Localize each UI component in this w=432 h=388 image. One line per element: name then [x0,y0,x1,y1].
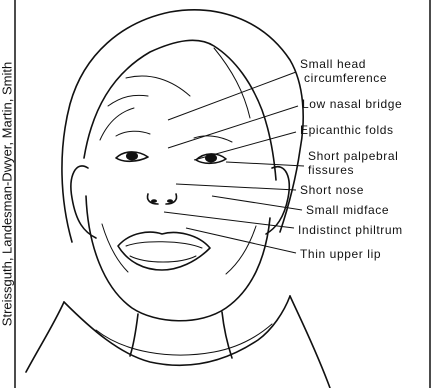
hair-strand-2 [108,95,148,106]
right-nostril [167,199,173,203]
left-pupil [126,152,138,161]
left-eyebrow [116,131,150,136]
label-low-nasal-bridge: Low nasal bridge [302,97,402,111]
left-nostril [151,199,157,203]
label-small-midface: Small midface [306,203,389,217]
nose [147,194,176,204]
label-short-palpebral-fissures: Short palpebral fissures [308,149,402,177]
label-epicanthic-folds: Epicanthic folds [300,123,394,137]
hair-fringe [84,40,276,180]
lower-lip [130,256,196,262]
leader-indistinct-philtrum [164,212,294,228]
label-short-nose: Short nose [300,183,364,197]
label-small-head-circumference: Small head circumference [300,57,387,85]
hair-strand-1 [126,76,190,96]
mouth [118,232,210,270]
label-indistinct-philtrum: Indistinct philtrum [298,223,403,237]
cheek-line-right [226,226,256,274]
face-outline [86,196,270,321]
leader-short-nose [176,184,296,190]
leader-short-palpebral-fissures [226,162,304,166]
left-ear [71,166,96,238]
cheek-line-left [102,224,128,272]
teeth-line [126,242,202,248]
right-eyebrow [194,136,232,142]
label-thin-upper-lip: Thin upper lip [300,247,381,261]
hair-strand-3 [214,48,250,118]
